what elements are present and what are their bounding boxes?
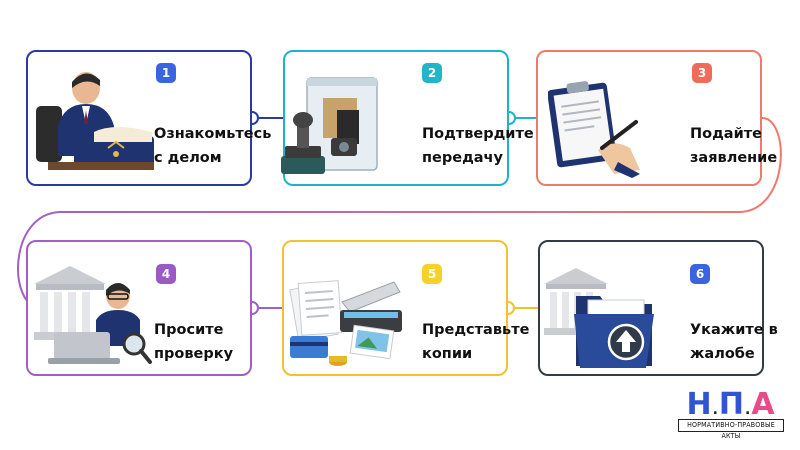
- connector-curve-right: [17, 117, 782, 309]
- step-label-1: Ознакомьтесь с делом: [154, 126, 272, 166]
- step-card-1: 1 Ознакомьтесь с делом: [26, 50, 271, 186]
- lawyer-reading-book-icon: [36, 72, 154, 170]
- step-badge-5: 5: [422, 264, 442, 284]
- step-label-6: Укажите в жалобе: [690, 322, 778, 362]
- npa-logo-mark: Н.П.А: [686, 387, 776, 422]
- step-card-5: 5 Представьте копии: [282, 240, 529, 376]
- clipboard-signing-icon: [548, 81, 640, 178]
- npa-logo: Н.П.А НОРМАТИВНО-ПРАВОВЫЕ АКТЫ: [678, 387, 784, 440]
- scanner-documents-card-icon: [289, 280, 402, 366]
- step-card-2: 2 Подтвердите передачу: [281, 50, 534, 186]
- step-label-2: Подтвердите передачу: [422, 126, 534, 166]
- step-badge-2: 2: [422, 63, 442, 83]
- step-label-5: Представьте копии: [422, 322, 530, 362]
- step-card-3: 3 Подайте заявление: [536, 50, 777, 186]
- npa-logo-caption: НОРМАТИВНО-ПРАВОВЫЕ АКТЫ: [678, 419, 784, 440]
- step-card-6: 6 Укажите в жалобе: [538, 240, 778, 376]
- courthouse-folder-upload-icon: [544, 268, 654, 368]
- evidence-bag-stamp-icon: [281, 77, 378, 174]
- step-badge-6: 6: [690, 264, 710, 284]
- step-badge-4: 4: [156, 264, 176, 284]
- step-card-4: 4 Просите проверку: [26, 240, 252, 376]
- step-badge-3: 3: [692, 63, 712, 83]
- step-badge-1: 1: [156, 63, 176, 83]
- step-label-4: Просите проверку: [154, 322, 234, 362]
- courthouse-laptop-magnifier-icon: [34, 266, 152, 364]
- step-label-3: Подайте заявление: [690, 126, 778, 166]
